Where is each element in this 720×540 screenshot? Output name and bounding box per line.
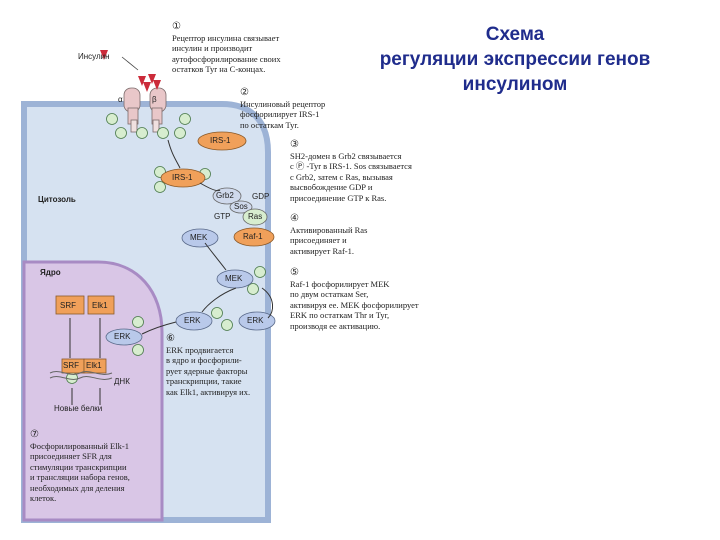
slide-title: Схема регуляции экспрессии генов инсулин…	[330, 22, 700, 97]
nucleus-region	[22, 260, 164, 522]
grb2-sos-ras-complex	[212, 187, 268, 226]
insulin-pointer	[121, 56, 139, 71]
elk1-label-2: Elk1	[86, 361, 102, 370]
ras-label: Ras	[248, 212, 263, 221]
dna-strand	[49, 371, 113, 380]
srf-label-2: SRF	[63, 361, 79, 370]
cytosol-label: Цитозоль	[38, 195, 76, 204]
step-2-note: ② Инсулиновый рецептор фосфорилирует IRS…	[240, 87, 326, 130]
mek-label-2: MEK	[225, 274, 243, 283]
alpha-label: α	[118, 95, 123, 104]
beta-label: β	[152, 95, 157, 104]
erk-label-2: ERK	[247, 316, 264, 325]
mek-label-1: MEK	[190, 233, 208, 242]
insulin-receptor	[123, 87, 167, 133]
erk-label-1: ERK	[184, 316, 201, 325]
step-7-note: ⑦ Фосфорилированный Elk-1 присоединяет S…	[30, 429, 130, 503]
elk1-label-1: Elk1	[92, 301, 108, 310]
title-line-2: регуляции экспрессии генов	[379, 49, 651, 70]
sos-label: Sos	[234, 202, 248, 211]
step-6-note: ⑥ ERK продвигается в ядро и фосфорили- р…	[166, 333, 251, 397]
mek-erk-proteins	[105, 228, 276, 346]
step-5-note: ⑤ Raf-1 фосфорилирует MEK по двум остатк…	[290, 267, 419, 331]
title-line-3: инсулином	[462, 74, 568, 95]
erk-label-3: ERK	[114, 332, 131, 341]
grb2-label: Grb2	[216, 191, 234, 200]
title-line-1: Схема	[485, 24, 545, 45]
srf-label-1: SRF	[60, 301, 76, 310]
phospho-sites	[66, 113, 266, 384]
step-1-note: ① Рецептор инсулина связывает инсулин и …	[172, 21, 281, 74]
irs1-label-2: IRS-1	[172, 173, 193, 182]
orange-proteins	[55, 131, 275, 374]
gtp-label: GTP	[214, 212, 231, 221]
step-4-note: ④ Активированный Ras присоединяет и акти…	[290, 213, 368, 256]
insulin-label: Инсулин	[78, 52, 110, 61]
dna-label: ДНК	[114, 377, 130, 386]
insulin-molecules	[100, 50, 161, 92]
pathway-arrows	[69, 139, 273, 405]
gdp-label: GDP	[252, 192, 270, 201]
irs1-label: IRS-1	[210, 136, 231, 145]
new-proteins-label: Новые белки	[54, 404, 103, 413]
nucleus-label: Ядро	[40, 268, 61, 277]
step-3-note: ③ SH2-домен в Grb2 связывается с Ⓟ -Tyr …	[290, 139, 412, 203]
raf1-label: Raf-1	[243, 232, 263, 241]
